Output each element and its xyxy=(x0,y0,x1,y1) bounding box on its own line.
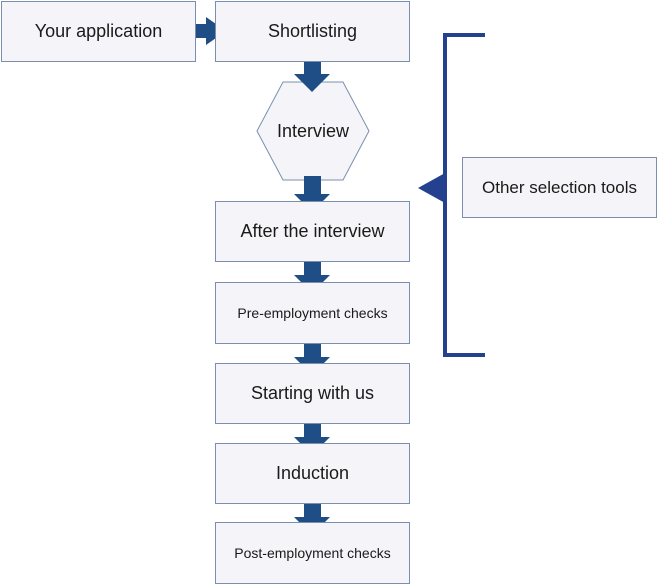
step-label: After the interview xyxy=(240,221,385,241)
step-your-application: Your application xyxy=(1,1,196,62)
step-starting-with-us: Starting with us xyxy=(215,363,410,424)
step-pre-employment-checks: Pre-employment checks xyxy=(215,282,410,344)
interview-hexagon xyxy=(256,81,370,181)
step-induction: Induction xyxy=(215,443,410,504)
step-label: Induction xyxy=(275,463,350,483)
arrow-down-icon xyxy=(294,59,330,92)
side-note-label: Other selection tools xyxy=(482,177,637,197)
arrow-right-icon xyxy=(190,17,226,45)
step-label: Starting with us xyxy=(250,383,375,403)
step-shortlisting: Shortlisting xyxy=(215,1,410,62)
other-selection-tools-box: Other selection tools xyxy=(462,157,657,218)
step-post-employment-checks: Post-employment checks xyxy=(215,522,410,584)
step-label: Post-employment checks xyxy=(234,545,391,561)
step-label: Your application xyxy=(34,21,163,41)
step-label: Pre-employment checks xyxy=(237,305,388,321)
step-after-interview: After the interview xyxy=(215,201,410,262)
step-label: Interview xyxy=(276,120,350,141)
bracket-pointer-icon xyxy=(418,173,445,203)
step-label: Shortlisting xyxy=(267,21,358,41)
step-interview: Interview xyxy=(257,82,369,180)
